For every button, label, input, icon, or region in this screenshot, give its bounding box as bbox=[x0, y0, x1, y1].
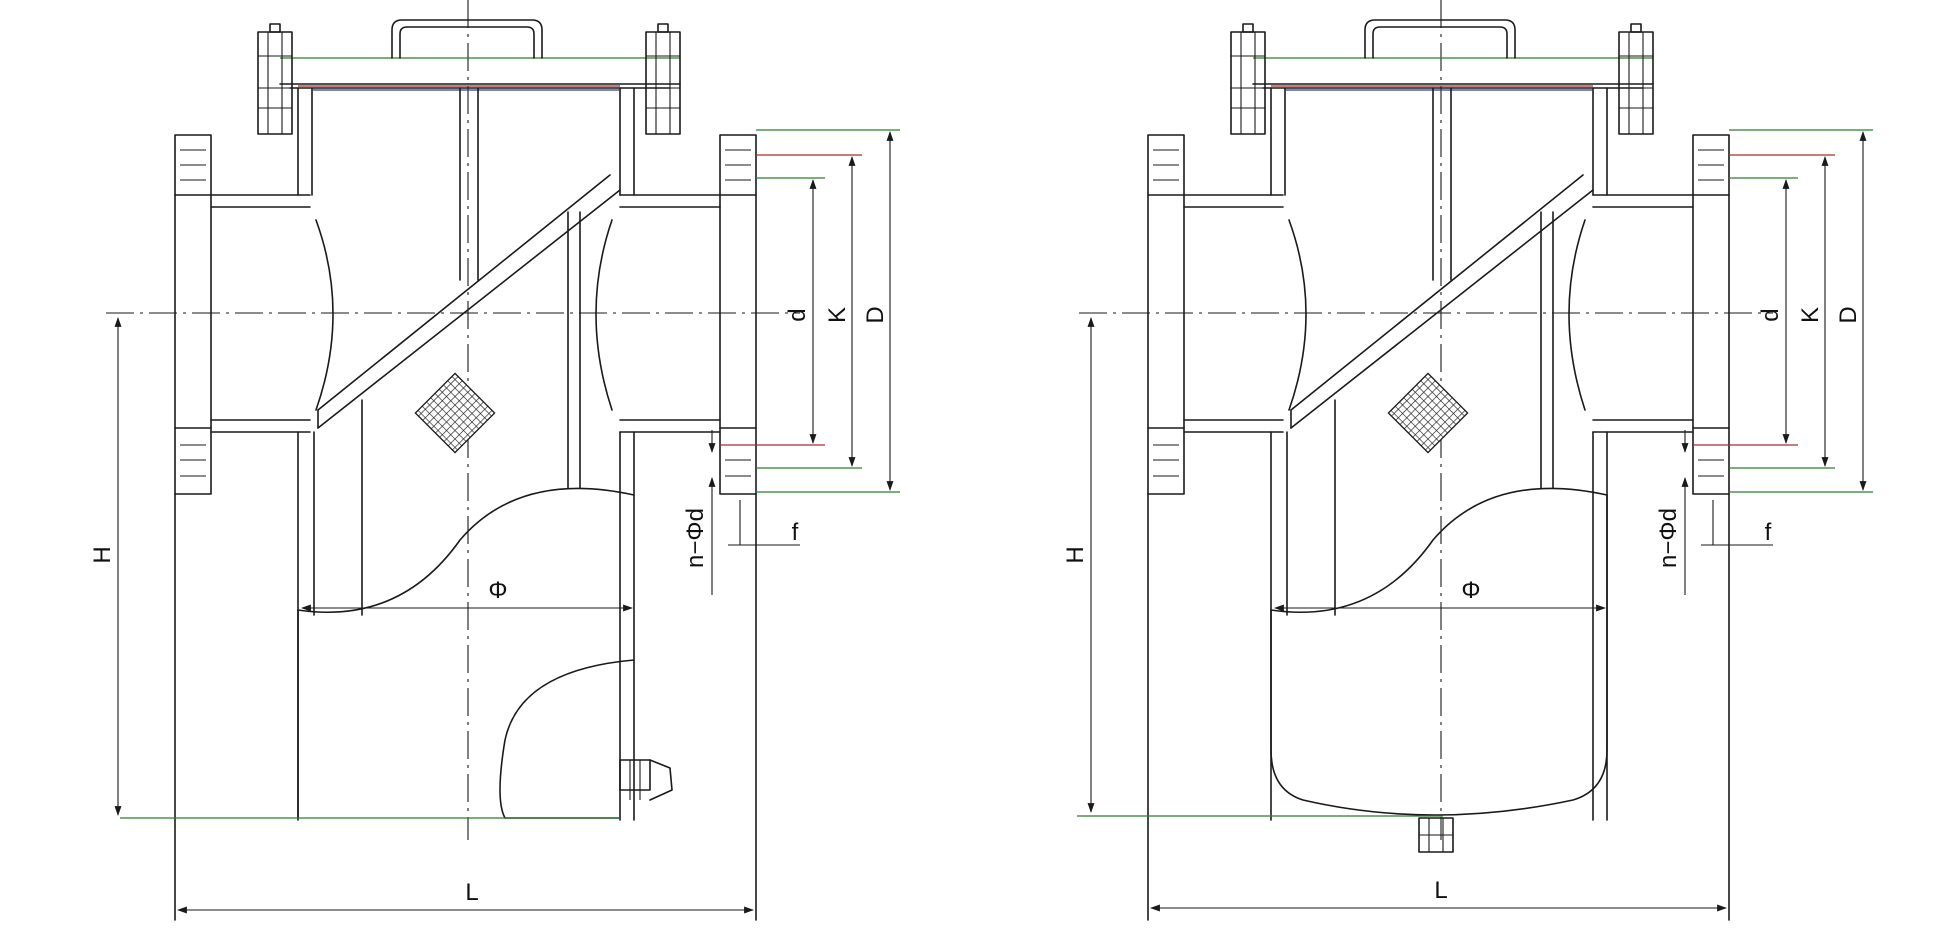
dimension-label-f: f bbox=[1765, 519, 1772, 546]
dimension-label-d: d bbox=[1757, 308, 1784, 321]
dimension-label-D: D bbox=[862, 306, 889, 323]
dimension-label-f: f bbox=[792, 519, 799, 546]
dimension-label-bolt-holes: n−Φd bbox=[682, 508, 709, 568]
dimension-label-D: D bbox=[1835, 306, 1862, 323]
strainer-view-left: L H Φ d K D n−Φd f bbox=[89, 0, 900, 921]
dimension-label-H: H bbox=[1062, 546, 1089, 563]
dimension-label-d: d bbox=[784, 308, 811, 321]
dimension-label-K: K bbox=[824, 307, 851, 323]
dimension-label-phi: Φ bbox=[488, 577, 507, 604]
dimension-label-L: L bbox=[465, 879, 478, 906]
dimension-label-L: L bbox=[1434, 877, 1447, 904]
dimension-label-K: K bbox=[1797, 307, 1824, 323]
dimension-label-bolt-holes: n−Φd bbox=[1655, 508, 1682, 568]
dimension-label-H: H bbox=[89, 546, 116, 563]
strainer-view-right: L H Φ d K D n−Φd f bbox=[1062, 0, 1873, 921]
dimension-label-phi: Φ bbox=[1461, 577, 1480, 604]
